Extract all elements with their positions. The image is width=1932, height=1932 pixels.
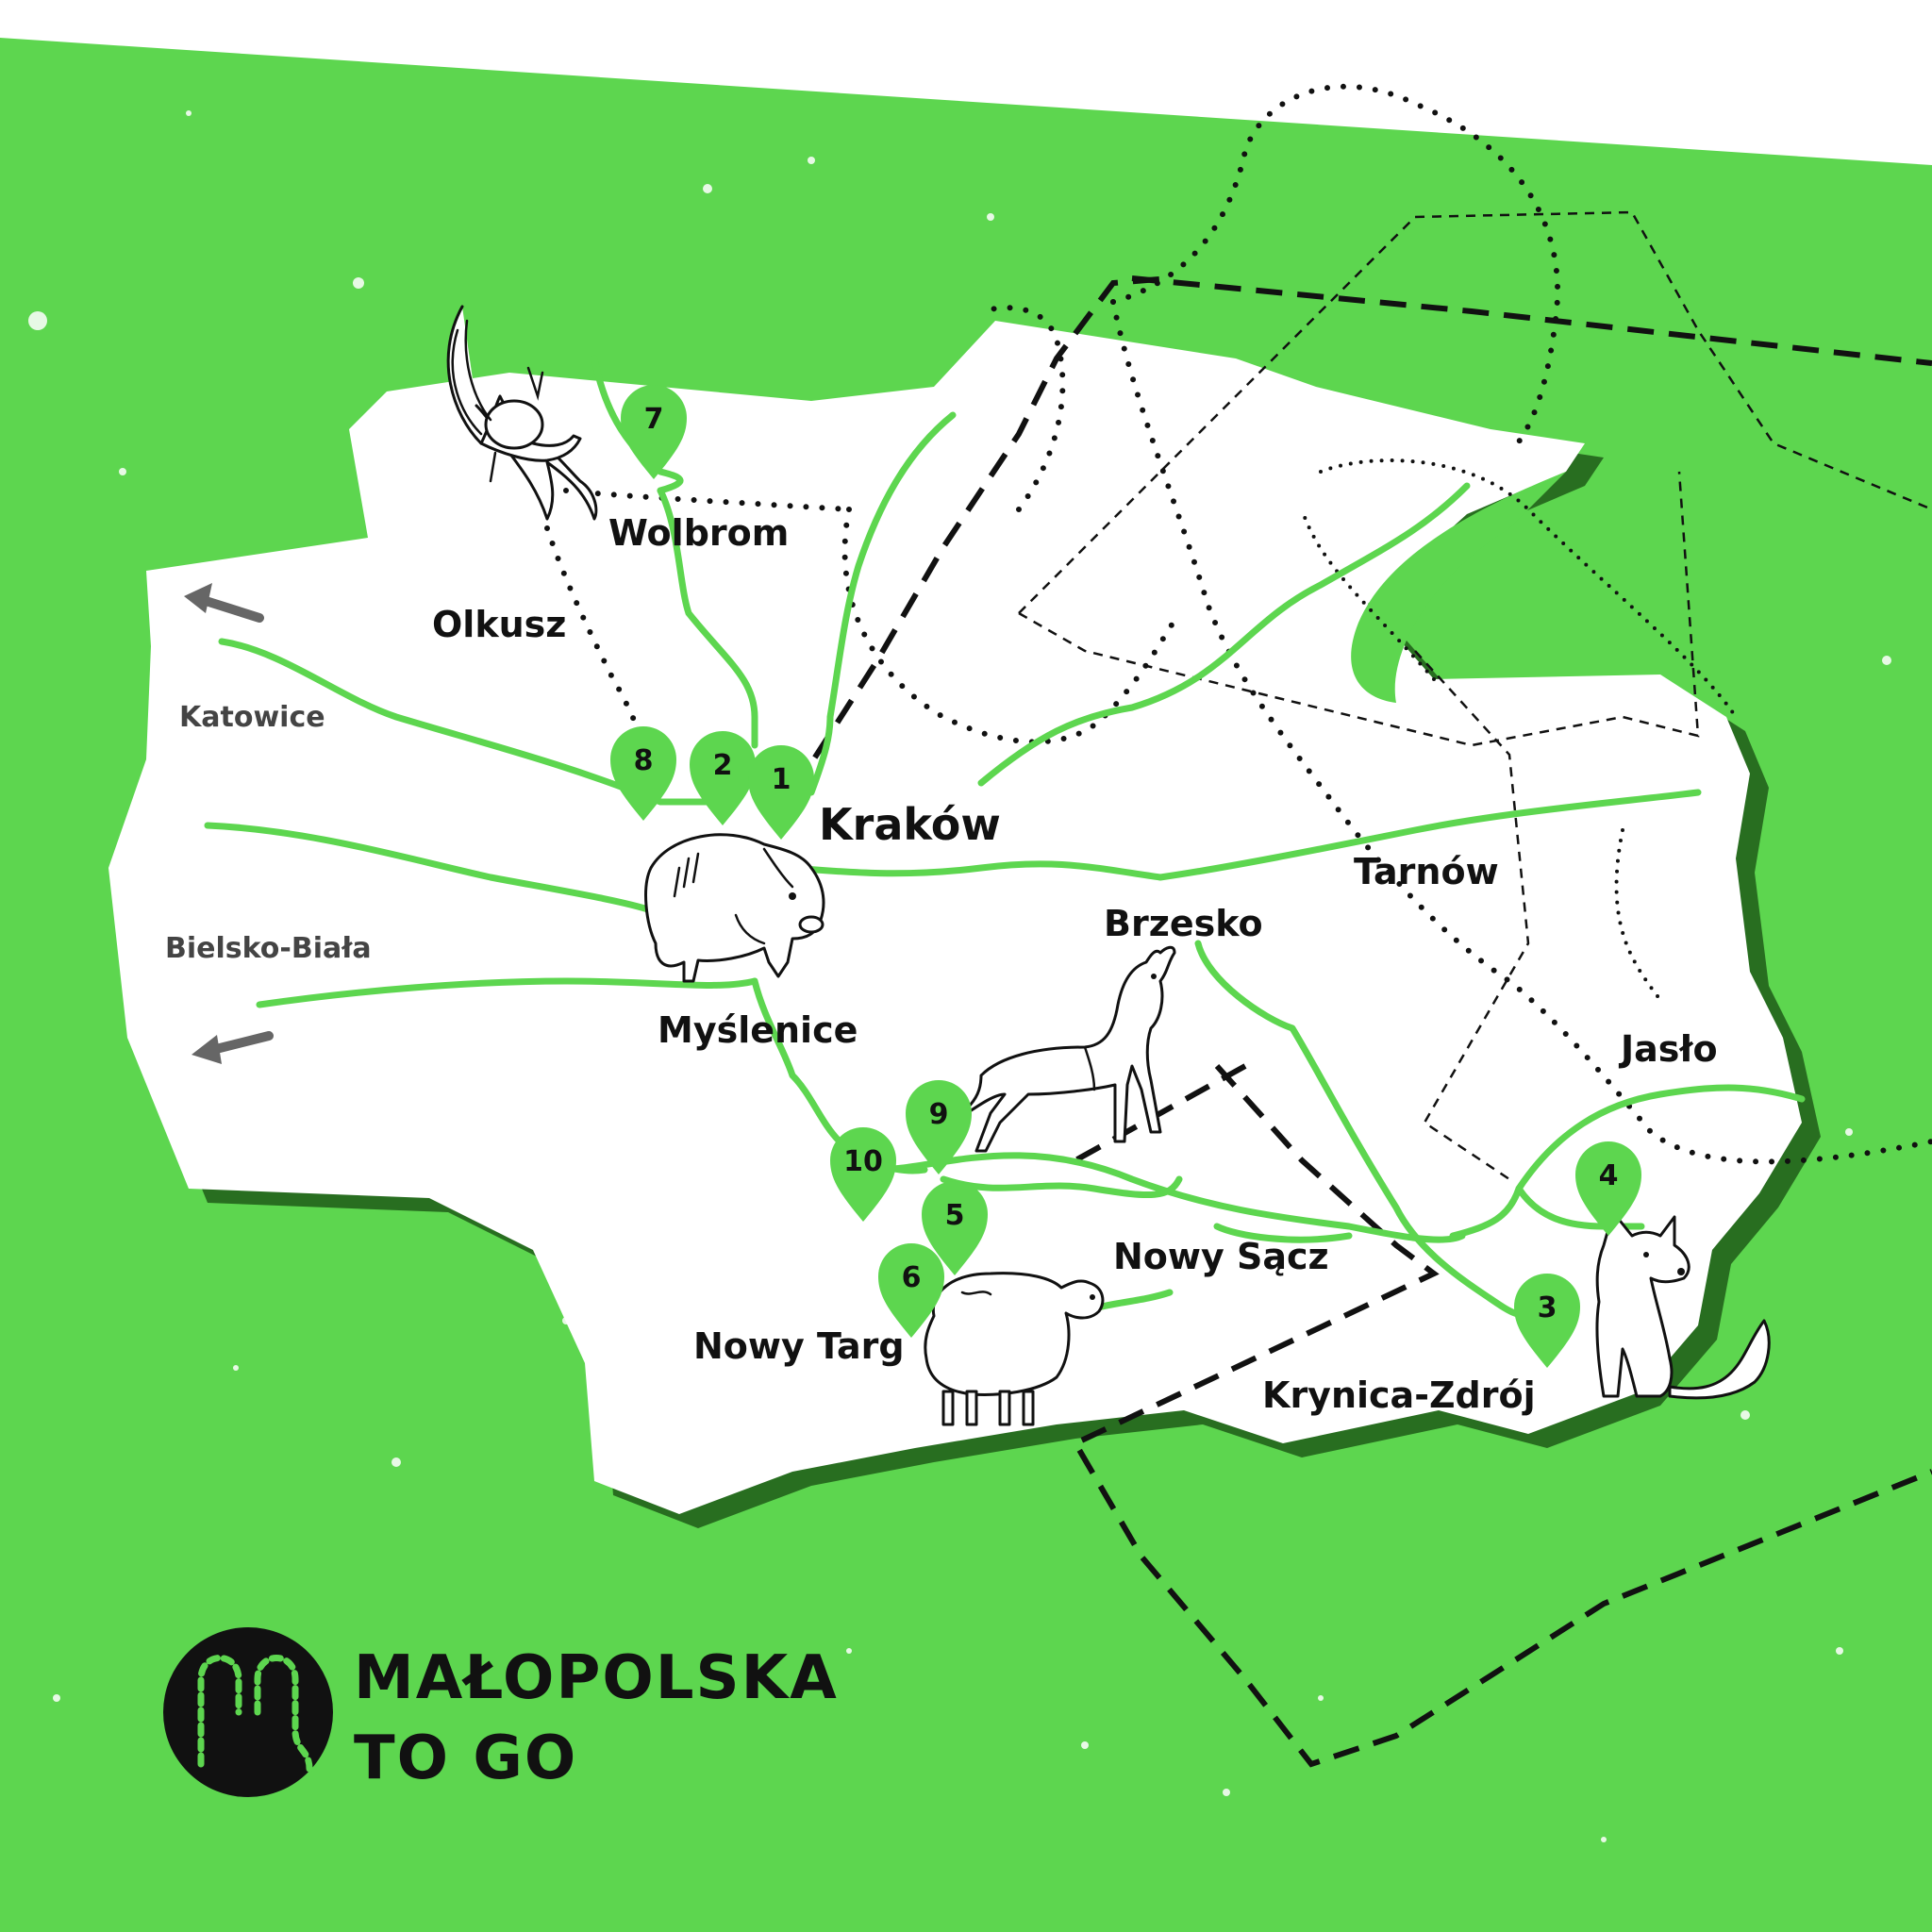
city-myslenice: Myślenice [658, 1009, 858, 1051]
pin-3-label: 3 [1538, 1291, 1557, 1324]
pin-9-label: 9 [929, 1098, 949, 1131]
pin-8-label: 8 [634, 744, 654, 777]
pin-6-label: 6 [902, 1261, 922, 1294]
bat-icon [446, 305, 598, 521]
pin-3[interactable]: 3 [1514, 1274, 1580, 1368]
city-krynica-zdroj: Krynica-Zdrój [1262, 1374, 1536, 1416]
pin-5[interactable]: 5 [922, 1181, 988, 1275]
city-nowy-targ: Nowy Targ [693, 1325, 905, 1367]
pin-10-label: 10 [843, 1145, 883, 1178]
city-tarnow: Tarnów [1354, 851, 1499, 892]
city-jaslo: Jasło [1618, 1028, 1718, 1070]
pin-2-label: 2 [713, 749, 733, 782]
city-krakow: Kraków [819, 799, 1001, 850]
pin-7-label: 7 [644, 403, 664, 436]
city-olkusz: Olkusz [432, 604, 566, 645]
pin-7[interactable]: 7 [621, 385, 687, 479]
city-wolbrom: Wolbrom [608, 512, 789, 554]
city-labels: Wolbrom Olkusz Kraków Katowice Bielsko-B… [165, 512, 1718, 1416]
city-brzesko: Brzesko [1104, 903, 1263, 944]
city-nowy-sacz: Nowy Sącz [1113, 1236, 1329, 1277]
pin-1[interactable]: 1 [748, 745, 814, 840]
pin-4[interactable]: 4 [1575, 1141, 1641, 1236]
city-bielsko-biala: Bielsko-Biała [165, 932, 372, 965]
brand-line-2: TO GO [354, 1724, 577, 1793]
fox-icon [1595, 1210, 1771, 1400]
brand-line-1: MAŁOPOLSKA [354, 1643, 839, 1713]
river-inlet [1351, 472, 1566, 703]
railways [544, 83, 1932, 1165]
city-katowice: Katowice [179, 701, 325, 734]
borders [790, 210, 1932, 1768]
pin-2[interactable]: 2 [690, 731, 756, 825]
pin-4-label: 4 [1599, 1159, 1619, 1192]
pin-8[interactable]: 8 [610, 726, 676, 821]
texture-speckles [28, 110, 1891, 1842]
pin-9[interactable]: 9 [906, 1080, 972, 1174]
pin-6[interactable]: 6 [878, 1243, 944, 1338]
brand-logo-circle [163, 1627, 333, 1797]
brand-logo-m-icon [197, 1655, 313, 1773]
pin-5-label: 5 [945, 1199, 965, 1232]
arrow-west-bielsko-icon [192, 1031, 274, 1064]
roads [204, 355, 1806, 1319]
pin-1-label: 1 [772, 763, 791, 796]
top-white-band [0, 0, 1932, 165]
brand-logo [163, 1627, 333, 1797]
pin-10[interactable]: 10 [830, 1127, 896, 1222]
sheep-icon [924, 1272, 1105, 1426]
arrow-west-katowice-icon [184, 583, 264, 623]
location-pins: 7 8 2 1 9 10 5 6 [610, 385, 1641, 1368]
boar-icon [644, 833, 825, 983]
deer-icon [965, 945, 1176, 1153]
